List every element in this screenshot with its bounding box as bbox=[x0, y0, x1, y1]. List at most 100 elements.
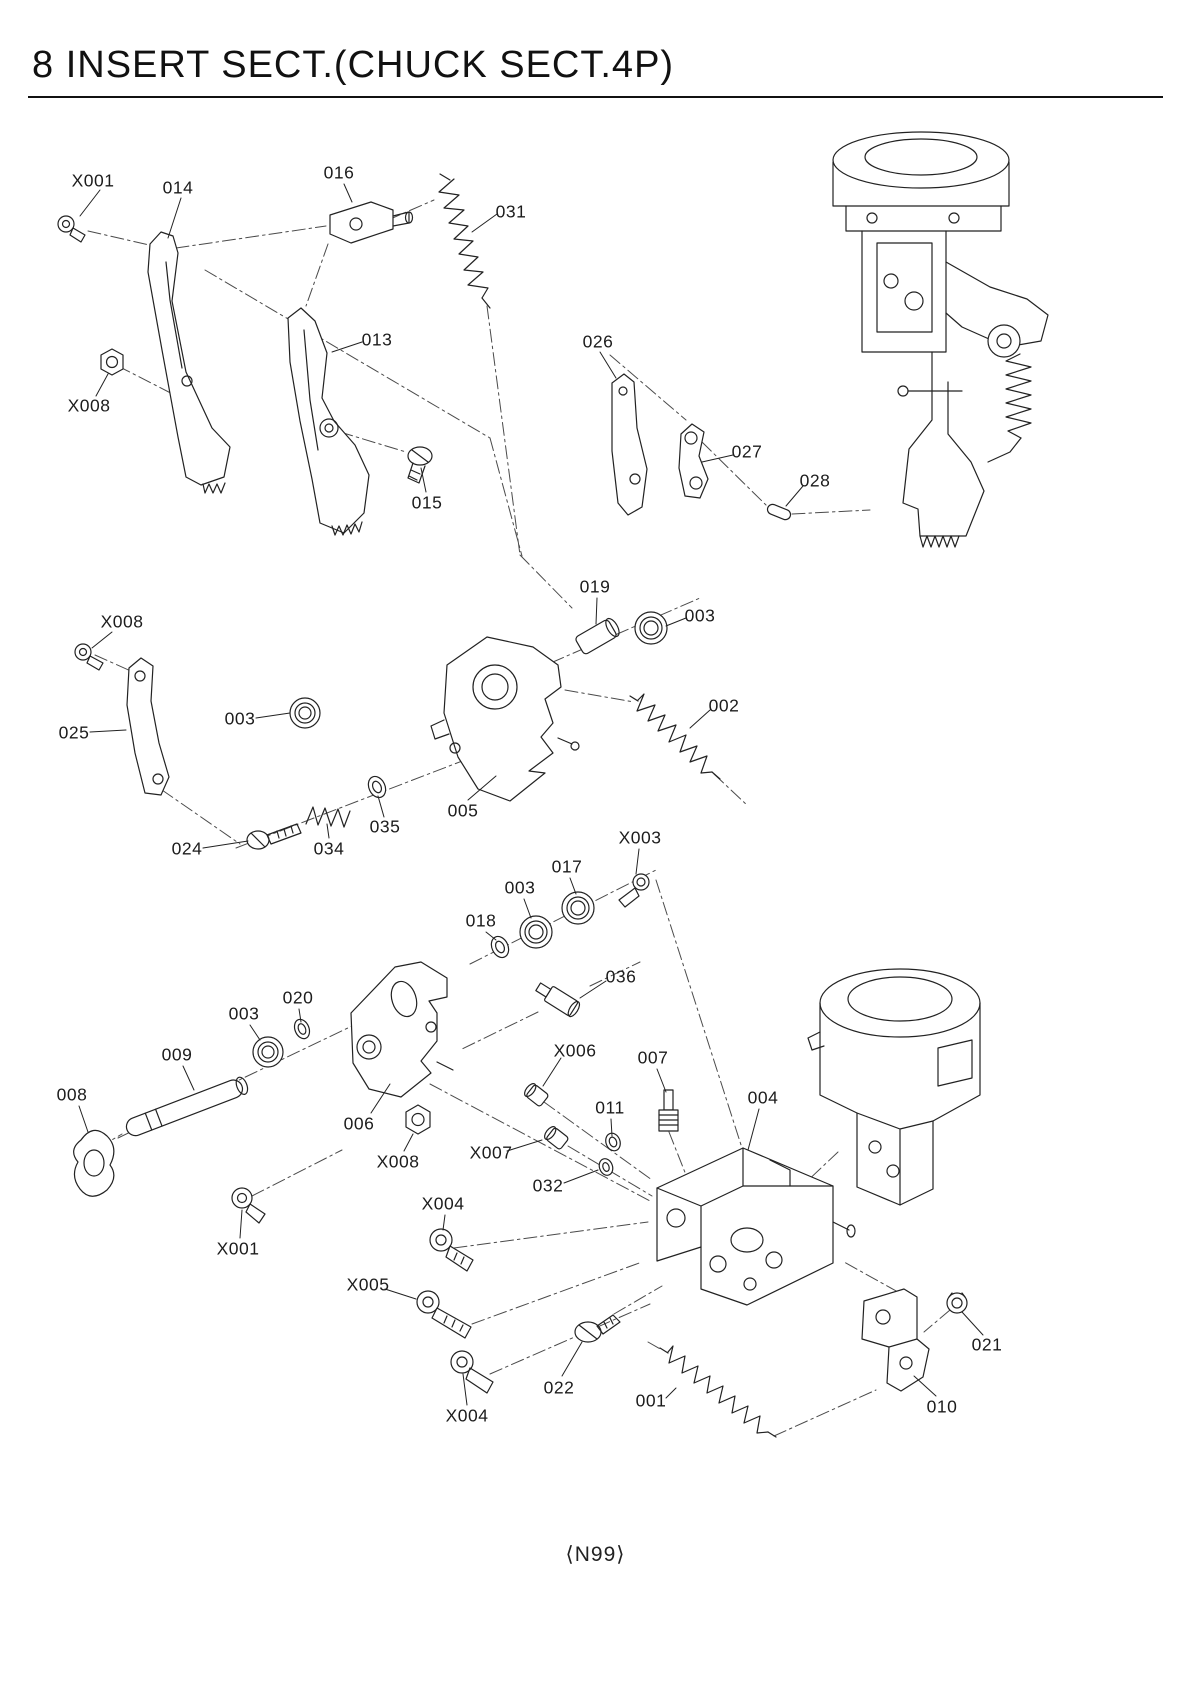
part-036-plunger-drawing bbox=[535, 982, 581, 1018]
part-010-bracket-drawing bbox=[861, 1288, 930, 1392]
part-035-ring-drawing bbox=[367, 775, 387, 799]
part-005-housing-drawing bbox=[430, 636, 580, 802]
part-x008-nut-bottom-drawing bbox=[405, 1104, 431, 1135]
part-callout-016-2: 016 bbox=[323, 162, 355, 183]
part-callout-001-42: 001 bbox=[635, 1390, 667, 1411]
part-003-bearing-center-drawing bbox=[519, 915, 553, 949]
part-003-bearing-left-drawing bbox=[289, 697, 321, 729]
part-009-shaft-drawing bbox=[125, 1076, 249, 1137]
part-013-lever-drawing bbox=[287, 307, 370, 536]
part-017-bearing-drawing bbox=[561, 891, 595, 925]
part-callout-017-21: 017 bbox=[551, 856, 583, 877]
part-008-plate-drawing bbox=[73, 1129, 115, 1197]
part-callout-x001-0: X001 bbox=[71, 170, 115, 191]
part-callout-003-26: 003 bbox=[228, 1003, 260, 1024]
part-callout-031-3: 031 bbox=[495, 201, 527, 222]
part-callout-003-11: 003 bbox=[684, 605, 716, 626]
part-x007-cylinder-drawing bbox=[544, 1126, 569, 1150]
part-callout-036-24: 036 bbox=[605, 966, 637, 987]
part-x004-screw-lower-drawing bbox=[450, 1350, 494, 1394]
part-027-link-drawing bbox=[678, 423, 709, 499]
part-callout-x004-37: X004 bbox=[421, 1193, 465, 1214]
part-002-spring-drawing bbox=[629, 693, 721, 780]
part-callout-x003-20: X003 bbox=[618, 827, 662, 848]
part-022-screw-drawing bbox=[574, 1314, 621, 1343]
leader-lines bbox=[78, 183, 984, 1406]
part-callout-004-32: 004 bbox=[747, 1087, 779, 1108]
part-chuck-assembly-drawing bbox=[832, 131, 1049, 548]
part-006-bracket-drawing bbox=[350, 961, 454, 1098]
part-003-bearing-top-drawing bbox=[634, 611, 668, 645]
part-x005-screw-drawing bbox=[416, 1290, 472, 1339]
part-callout-008-30: 008 bbox=[56, 1084, 88, 1105]
part-024-screw-drawing bbox=[246, 823, 302, 850]
page-title: 8 INSERT SECT.(CHUCK SECT.4P) bbox=[32, 44, 675, 86]
part-callout-021-40: 021 bbox=[971, 1334, 1003, 1355]
part-callout-003-22: 003 bbox=[504, 877, 536, 898]
part-callout-002-13: 002 bbox=[708, 695, 740, 716]
part-drawings bbox=[57, 131, 1049, 1438]
part-callout-x005-39: X005 bbox=[346, 1274, 390, 1295]
part-callout-010-44: 010 bbox=[926, 1396, 958, 1417]
part-007-bolt-drawing bbox=[658, 1089, 679, 1132]
part-callout-022-41: 022 bbox=[543, 1377, 575, 1398]
part-callout-x008-12: X008 bbox=[100, 611, 144, 632]
part-callout-035-17: 035 bbox=[369, 816, 401, 837]
part-callout-x007-34: X007 bbox=[469, 1142, 513, 1163]
part-callout-006-33: 006 bbox=[343, 1113, 375, 1134]
part-003-bearing-lower-drawing bbox=[252, 1036, 284, 1068]
part-callout-026-5: 026 bbox=[582, 331, 614, 352]
part-016-block-drawing bbox=[329, 201, 414, 244]
part-callout-003-14: 003 bbox=[224, 708, 256, 729]
part-callout-x008-6: X008 bbox=[67, 395, 111, 416]
part-callout-014-1: 014 bbox=[162, 177, 194, 198]
title-rule bbox=[28, 96, 1163, 98]
part-025-lever-drawing bbox=[126, 657, 170, 796]
part-callout-009-27: 009 bbox=[161, 1044, 193, 1065]
part-001-spring-drawing bbox=[659, 1345, 777, 1438]
part-callout-024-18: 024 bbox=[171, 838, 203, 859]
part-callout-x001-38: X001 bbox=[216, 1238, 260, 1259]
part-020-ring-drawing bbox=[293, 1018, 311, 1040]
part-callout-025-15: 025 bbox=[58, 722, 90, 743]
part-callout-011-31: 011 bbox=[595, 1097, 625, 1118]
part-callout-x004-43: X004 bbox=[445, 1405, 489, 1426]
part-x008-screw-left-drawing bbox=[74, 643, 104, 671]
part-callout-019-10: 019 bbox=[579, 576, 611, 597]
part-021-nut-drawing bbox=[946, 1292, 968, 1314]
page-number: ⟨N99⟩ bbox=[565, 1543, 626, 1566]
part-014-lever-drawing bbox=[147, 231, 231, 494]
part-019-bushing-drawing bbox=[575, 617, 620, 655]
part-callout-015-9: 015 bbox=[411, 492, 443, 513]
part-x006-cylinder-drawing bbox=[524, 1083, 549, 1107]
center-lines bbox=[87, 199, 951, 1437]
part-callout-005-16: 005 bbox=[447, 800, 479, 821]
part-031-spring-drawing bbox=[438, 173, 491, 309]
part-callout-013-4: 013 bbox=[361, 329, 393, 350]
part-callout-028-8: 028 bbox=[799, 470, 831, 491]
part-034-spring-drawing bbox=[305, 806, 351, 828]
part-callout-034-19: 034 bbox=[313, 838, 345, 859]
part-026-plate-drawing bbox=[611, 373, 648, 516]
part-callout-007-29: 007 bbox=[637, 1047, 669, 1068]
part-callout-032-36: 032 bbox=[532, 1175, 564, 1196]
part-callout-x008-35: X008 bbox=[376, 1151, 420, 1172]
part-x001-screw-top-drawing bbox=[57, 215, 86, 243]
part-028-pin-drawing bbox=[766, 503, 792, 521]
part-callout-027-7: 027 bbox=[731, 441, 763, 462]
part-x004-screw-upper-drawing bbox=[429, 1228, 474, 1272]
part-callout-020-25: 020 bbox=[282, 987, 314, 1008]
part-callout-018-23: 018 bbox=[465, 910, 497, 931]
part-032-ring-drawing bbox=[598, 1158, 614, 1176]
part-callout-x006-28: X006 bbox=[553, 1040, 597, 1061]
part-x008-nut-top-drawing bbox=[100, 348, 124, 376]
part-004-block-drawing bbox=[656, 1147, 856, 1306]
part-018-ring-drawing bbox=[490, 935, 510, 959]
part-x001-screw-bottom-drawing bbox=[231, 1187, 266, 1224]
part-housing-lower-right-drawing bbox=[807, 968, 981, 1206]
part-x003-pin-drawing bbox=[618, 873, 650, 908]
